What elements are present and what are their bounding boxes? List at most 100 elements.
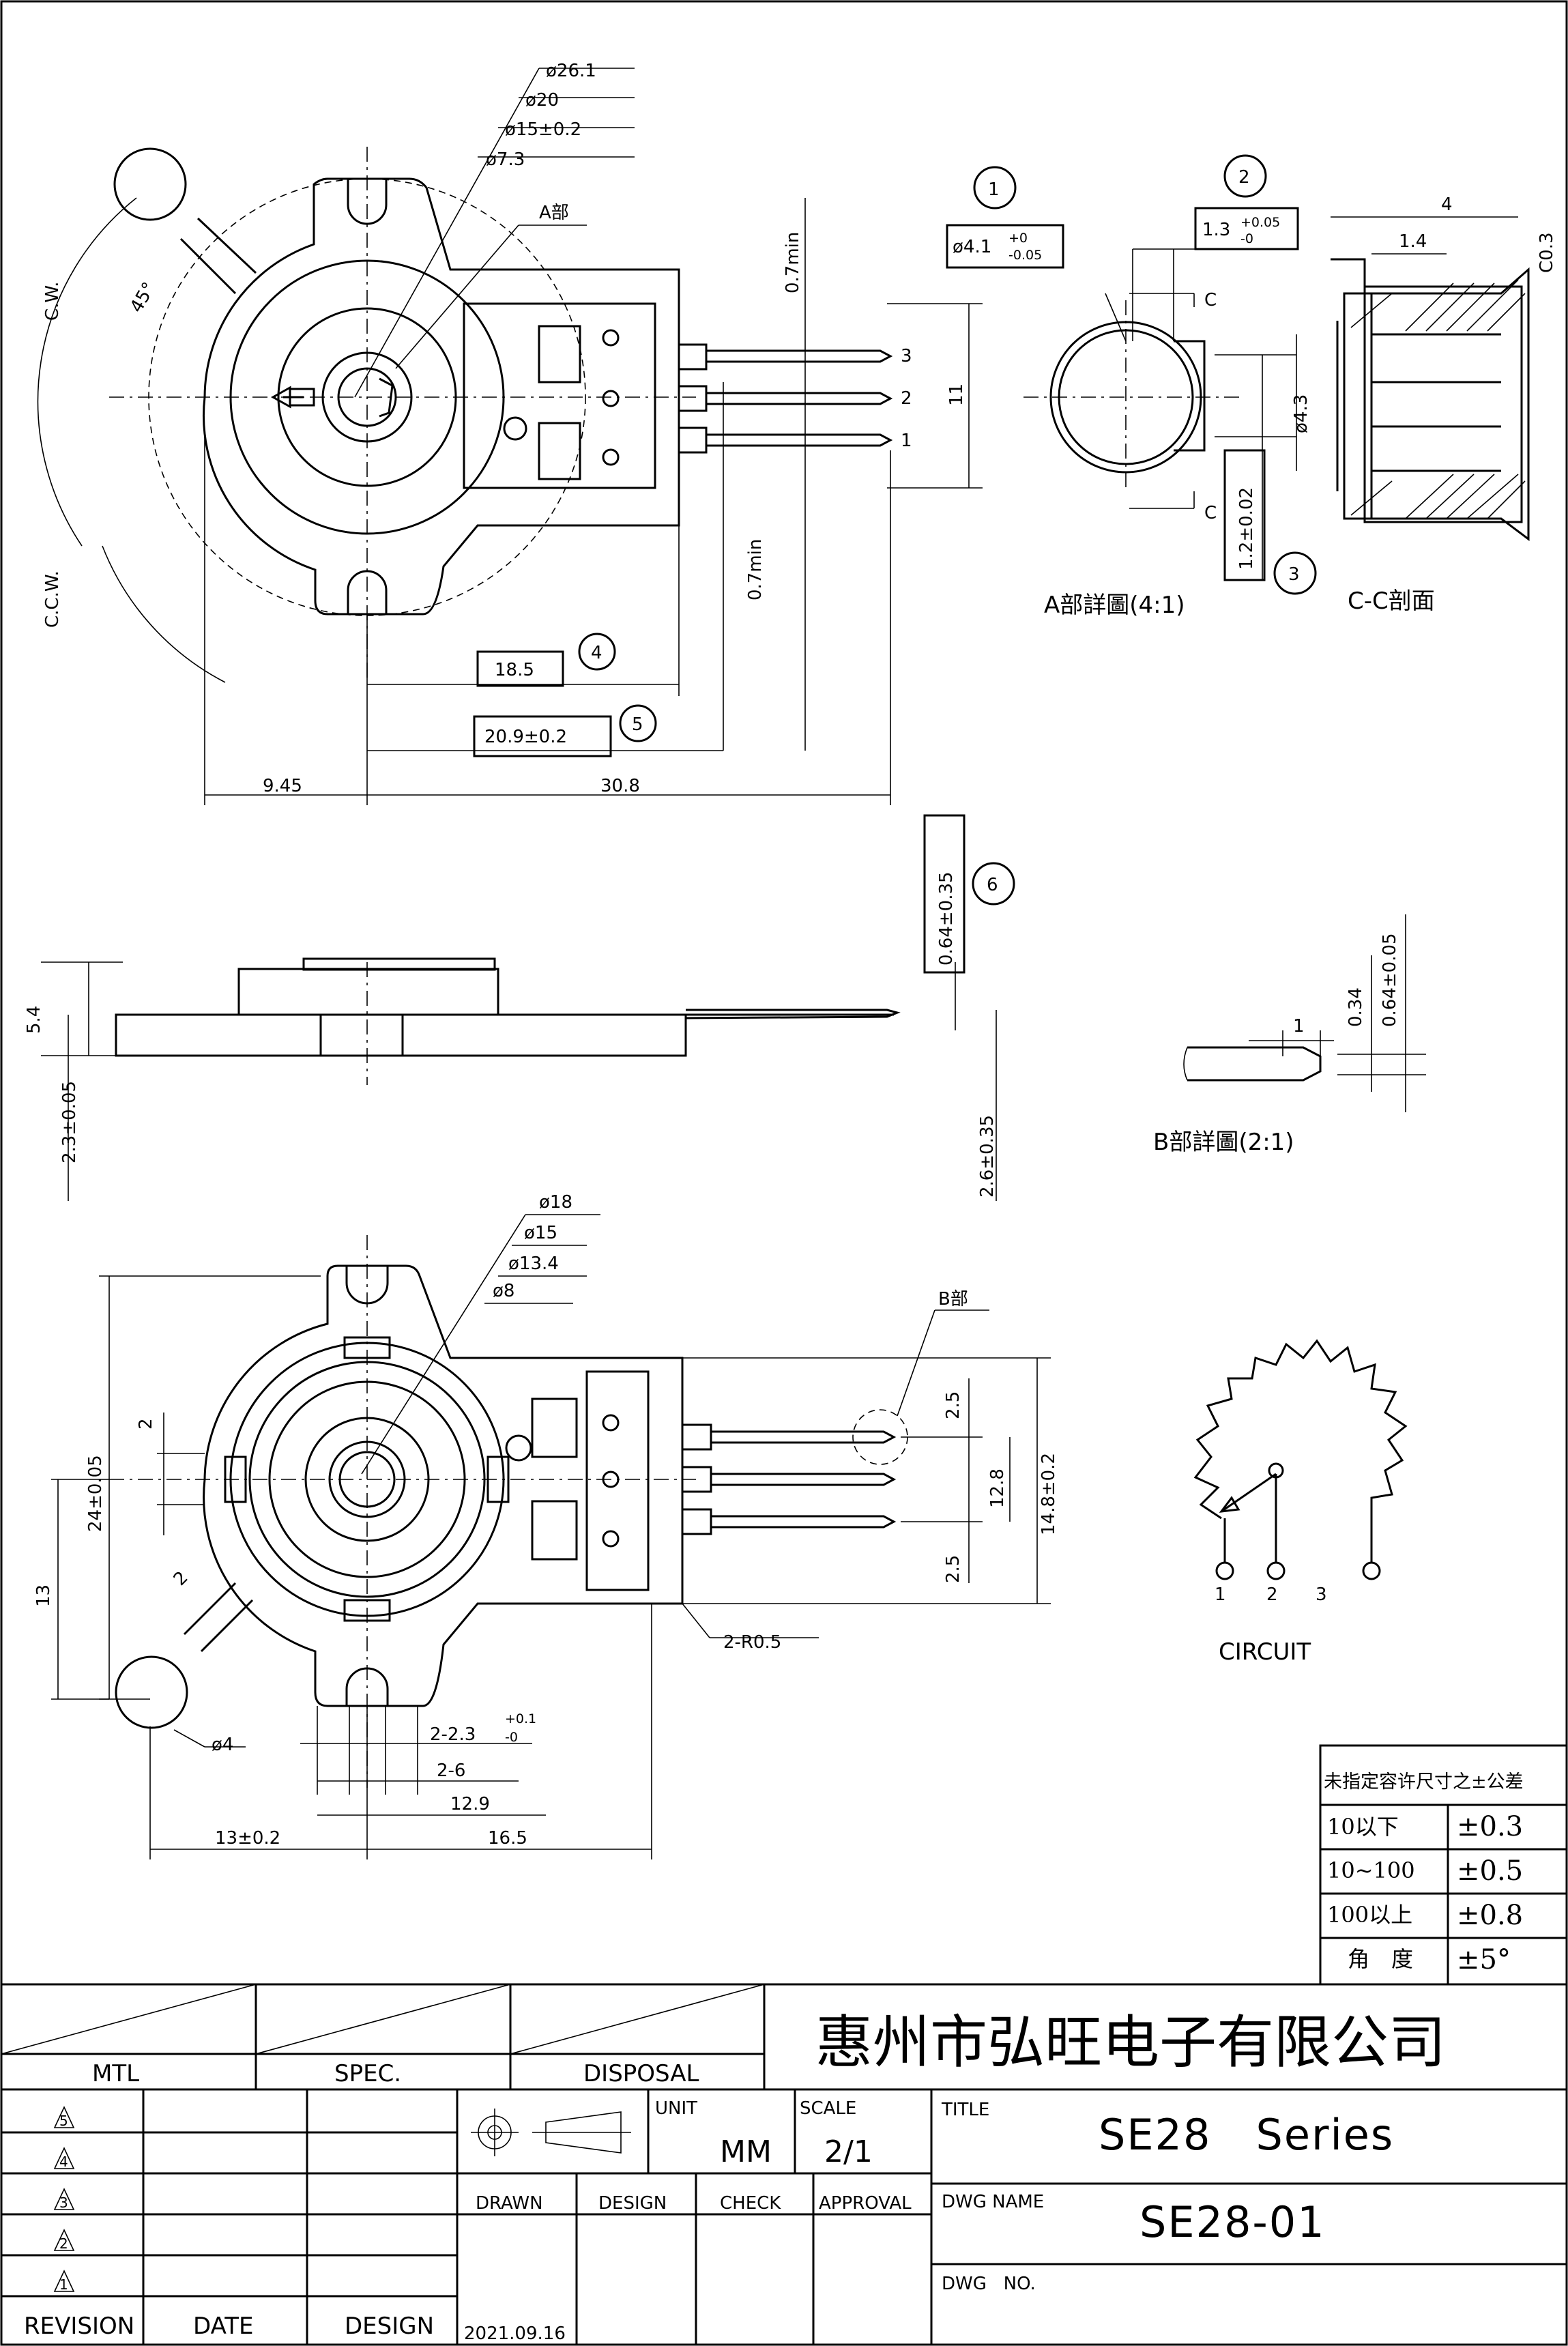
circuit-caption: CIRCUIT [1219, 1638, 1311, 1666]
circuit-pin-1: 1 [1215, 1584, 1226, 1605]
section-c-top: C [1204, 290, 1217, 310]
dim-0-7-min-top: 0.7min [783, 232, 803, 293]
callout-1: 1 [988, 179, 1000, 200]
unit-label: UNIT [655, 2098, 697, 2119]
dim-1-4: 1.4 [1399, 231, 1427, 252]
dim-1-3-tol-dn: -0 [1240, 231, 1253, 246]
dim-0-64: 0.64±0.35 [936, 871, 957, 966]
title-block: MTL SPEC. DISPOSAL 惠州市弘旺电子有限公司 5 4 3 2 1… [1, 1983, 1567, 2345]
dim-phi-4: ø4 [212, 1735, 233, 1755]
rev-design-label: DESIGN [345, 2313, 434, 2340]
dia-8-label: ø8 [493, 1281, 514, 1301]
date-label: DATE [193, 2313, 253, 2340]
dim-30-8: 30.8 [600, 776, 640, 796]
b-part-label: B部 [938, 1289, 968, 1309]
dim-2-2-3-tol-up: +0.1 [505, 1711, 536, 1726]
dim-12-8: 12.8 [987, 1468, 1008, 1508]
dim-0-64-05: 0.64±0.05 [1380, 933, 1400, 1027]
section-c-c: 4 1.4 C0.3 ø4.3 C-C剖面 [1291, 194, 1557, 615]
revision-label: REVISION [24, 2313, 134, 2340]
dim-1: 1 [1293, 1016, 1305, 1037]
company-name: 惠州市弘旺电子有限公司 [815, 2009, 1446, 2076]
callout-2: 2 [1238, 167, 1250, 188]
ccw-label: C.C.W. [42, 570, 63, 628]
a-part-label: A部 [539, 203, 569, 223]
dim-11: 11 [946, 383, 967, 406]
callout-4: 4 [591, 643, 602, 663]
detail-a-caption: A部詳圖(4:1) [1044, 592, 1185, 619]
dim-13: 13 [33, 1584, 54, 1607]
dim-1-3-tol-up: +0.05 [1240, 215, 1280, 230]
dim-1-2: 1.2±0.02 [1236, 487, 1257, 570]
projection-symbol-icon [471, 2109, 631, 2156]
circuit-diagram: 1 2 3 CIRCUIT [1193, 1339, 1408, 1666]
rev-5: 5 [59, 2113, 68, 2129]
dim-18-5: 18.5 [495, 660, 534, 680]
dim-2-2-3-tol-dn: -0 [505, 1730, 518, 1745]
detail-a: 1 ø4.1 +0 -0.05 2 1.3 +0.05 -0 1.2±0.02 … [946, 154, 1317, 619]
dwg-name-label: DWG NAME [942, 2192, 1044, 2212]
dim-0-7-min-bottom: 0.7min [745, 539, 766, 600]
dim-2-small: 2 [170, 1567, 192, 1590]
terminal-pins [678, 343, 893, 454]
tolerance-header: 未指定容许尺寸之±公差 [1324, 1771, 1524, 1793]
dim-20-9: 20.9±0.2 [484, 727, 567, 747]
drawn-date: 2021.09.16 [464, 2323, 566, 2344]
scale-label: SCALE [800, 2098, 856, 2119]
circuit-pin-3: 3 [1316, 1584, 1327, 1605]
dim-2-2-3: 2-2.3 [430, 1724, 476, 1745]
tol-range-1: 10~100 [1327, 1857, 1415, 1883]
dia-18-label: ø18 [539, 1192, 572, 1213]
dim-1-3: 1.3 [1202, 220, 1230, 240]
dim-2-5-top: 2.5 [943, 1391, 963, 1419]
rev-2: 2 [59, 2235, 68, 2252]
dim-4-1-tol-dn: -0.05 [1008, 248, 1042, 263]
approval-label: APPROVAL [819, 2193, 912, 2214]
tol-value-2: ±0.8 [1457, 1900, 1523, 1931]
dim-4-3: ø4.3 [1291, 394, 1311, 433]
pin-1-label: 1 [901, 431, 912, 451]
dim-r0-5: 2-R0.5 [723, 1632, 781, 1653]
title-label: TITLE [941, 2100, 989, 2120]
tol-value-3: ±5° [1457, 1944, 1511, 1975]
drawn-label: DRAWN [476, 2193, 543, 2214]
dim-2-6: 2.6±0.35 [977, 1115, 998, 1198]
mtl-label: MTL [92, 2060, 139, 2087]
dwg-name-value: SE28-01 [1139, 2197, 1326, 2247]
dim-5-4: 5.4 [24, 1006, 44, 1034]
rev-3: 3 [59, 2195, 68, 2211]
unit-value: MM [720, 2134, 772, 2169]
detail-b-caption: B部詳圖(2:1) [1153, 1129, 1294, 1156]
dim-2-vertical: 2 [136, 1418, 156, 1430]
callout-5: 5 [632, 714, 643, 735]
scale-value: 2/1 [824, 2134, 873, 2169]
tol-range-2: 100以上 [1327, 1902, 1412, 1928]
callout-6: 6 [987, 875, 998, 895]
revision-marks: 5 4 3 2 1 [53, 2106, 75, 2293]
dia-26-1-label: ø26.1 [546, 61, 596, 81]
tol-range-3: 角 度 [1348, 1946, 1413, 1972]
dim-12-9: 12.9 [450, 1794, 490, 1814]
pin-2-label: 2 [901, 388, 912, 409]
dim-0-34: 0.34 [1346, 987, 1366, 1027]
dim-2-5-bottom: 2.5 [943, 1555, 963, 1583]
tol-value-1: ±0.5 [1457, 1855, 1523, 1887]
dim-9-45: 9.45 [263, 776, 302, 796]
cw-label: C.W. [42, 282, 63, 321]
dia-15-label: ø15±0.2 [505, 119, 581, 140]
dim-4-1: ø4.1 [953, 237, 991, 257]
rev-1: 1 [59, 2276, 68, 2293]
tol-value-0: ±0.3 [1457, 1811, 1523, 1842]
dim-4: 4 [1441, 194, 1453, 215]
tolerance-table: 未指定容许尺寸之±公差 10以下 ±0.3 10~100 ±0.5 100以上 … [1319, 1744, 1568, 1986]
section-cc-caption: C-C剖面 [1348, 588, 1435, 615]
rev-4: 4 [59, 2154, 68, 2170]
dim-c0-3: C0.3 [1537, 232, 1557, 273]
pin-3-label: 3 [901, 346, 912, 366]
title-value: SE28 Series [1099, 2110, 1394, 2160]
top-view: ø26.1 ø20 ø15±0.2 ø7.3 A部 C.W. C.C.W. 45… [37, 61, 983, 805]
rotor-slots [224, 1336, 510, 1622]
hatching [1350, 279, 1526, 519]
